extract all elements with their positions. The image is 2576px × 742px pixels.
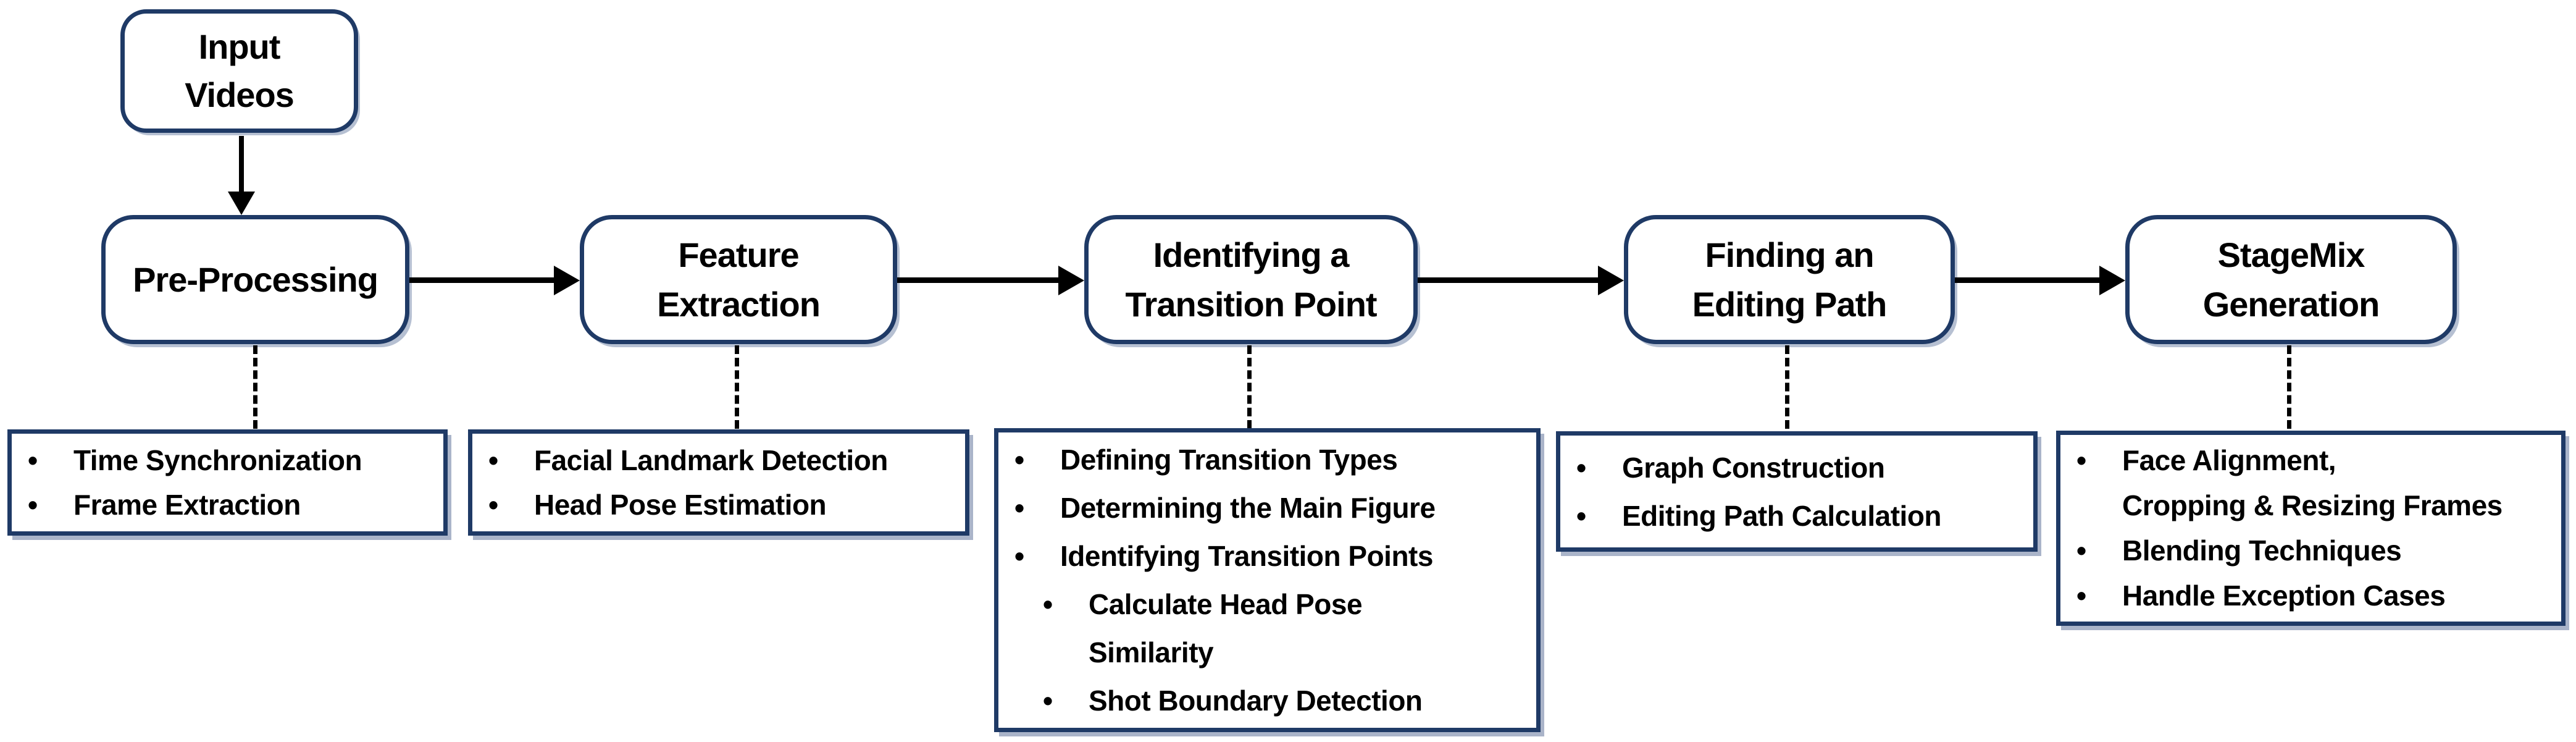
list-item: • Determining the Main Figure bbox=[998, 484, 1529, 532]
bullet-icon: • bbox=[1576, 499, 1586, 532]
list-item: • Identifying Transition Points bbox=[998, 532, 1529, 580]
detail-box-stagemix-generation: • Face Alignment, • Cropping & Resizing … bbox=[2056, 431, 2566, 626]
list-item: • Editing Path Calculation bbox=[1560, 492, 2026, 540]
node-identifying-transition-point: Identifying a Transition Point bbox=[1084, 215, 1418, 344]
arrow-right-icon bbox=[1418, 265, 1624, 296]
list-item: • Defining Transition Types bbox=[998, 436, 1529, 484]
arrow-right-head-icon bbox=[2099, 266, 2125, 295]
dashed-connector-line bbox=[253, 345, 257, 429]
detail-text: Determining the Main Figure bbox=[1060, 492, 1436, 524]
bullet-icon: • bbox=[1014, 492, 1024, 524]
detail-text: Frame Extraction bbox=[73, 489, 301, 521]
list-item-sub: • Shot Boundary Detection bbox=[998, 677, 1529, 725]
node-stagemix-generation-label-line2: Generation bbox=[2202, 284, 2380, 324]
bullet-icon: • bbox=[488, 444, 498, 476]
detail-text: Editing Path Calculation bbox=[1622, 499, 1942, 532]
arrow-right-head-icon bbox=[1598, 266, 1624, 295]
detail-text: Calculate Head Pose bbox=[1089, 588, 1363, 620]
dashed-connector-line bbox=[2287, 345, 2291, 429]
bullet-icon: • bbox=[2076, 580, 2086, 612]
bullet-icon: • bbox=[2076, 444, 2086, 476]
node-input-videos-label-line1: Input bbox=[198, 27, 281, 66]
detail-text: Shot Boundary Detection bbox=[1089, 685, 1423, 717]
arrow-down-line bbox=[239, 136, 244, 194]
dashed-connector-line bbox=[735, 345, 739, 429]
arrow-down-icon bbox=[228, 136, 255, 215]
detail-box-finding-editing-path: • Graph Construction • Editing Path Calc… bbox=[1556, 431, 2038, 552]
list-item: • Frame Extraction bbox=[12, 483, 436, 527]
bullet-icon: • bbox=[1014, 540, 1024, 572]
bullet-icon: • bbox=[28, 444, 38, 476]
node-identifying-transition-point-label-line1: Identifying a bbox=[1153, 235, 1350, 274]
list-item: • Facial Landmark Detection bbox=[472, 438, 958, 483]
node-stagemix-generation-label-line1: StageMix bbox=[2217, 235, 2365, 274]
arrow-right-icon bbox=[897, 265, 1084, 296]
detail-text: Blending Techniques bbox=[2122, 534, 2402, 567]
list-item: • Face Alignment, bbox=[2060, 438, 2554, 483]
arrow-right-line bbox=[1418, 277, 1602, 283]
node-input-videos-label-line2: Videos bbox=[185, 75, 295, 114]
list-item: • Blending Techniques bbox=[2060, 528, 2554, 573]
node-feature-extraction-label-line1: Feature bbox=[678, 235, 799, 274]
arrow-right-head-icon bbox=[1058, 266, 1084, 295]
bullet-icon: • bbox=[28, 489, 38, 521]
bullet-icon: • bbox=[2076, 534, 2086, 567]
bullet-icon: • bbox=[488, 489, 498, 521]
arrow-right-head-icon bbox=[554, 266, 580, 295]
detail-text: Facial Landmark Detection bbox=[534, 444, 888, 476]
detail-text: Defining Transition Types bbox=[1060, 444, 1398, 476]
bullet-icon: • bbox=[1043, 685, 1053, 717]
bullet-icon: • bbox=[1043, 588, 1053, 620]
node-feature-extraction: Feature Extraction bbox=[580, 215, 897, 344]
list-item-sub: • Calculate Head Pose bbox=[998, 580, 1529, 628]
node-feature-extraction-label-line2: Extraction bbox=[657, 284, 821, 324]
list-item: • Time Synchronization bbox=[12, 438, 436, 483]
detail-box-feature-extraction: • Facial Landmark Detection • Head Pose … bbox=[468, 429, 969, 536]
dashed-connector-line bbox=[1785, 345, 1789, 429]
detail-text: Handle Exception Cases bbox=[2122, 580, 2446, 612]
detail-text: Time Synchronization bbox=[73, 444, 362, 476]
node-input-videos: Input Videos bbox=[120, 9, 358, 133]
node-finding-editing-path-label-line1: Finding an bbox=[1705, 235, 1874, 274]
list-item-continuation: • Cropping & Resizing Frames bbox=[2060, 483, 2554, 528]
arrow-right-icon bbox=[1955, 265, 2125, 296]
list-item: • Head Pose Estimation bbox=[472, 483, 958, 527]
detail-text: Graph Construction bbox=[1622, 451, 1885, 484]
detail-box-identifying-transition-point: • Defining Transition Types • Determinin… bbox=[994, 428, 1541, 732]
arrow-right-line bbox=[1955, 277, 2103, 283]
arrow-right-line bbox=[409, 277, 558, 283]
bullet-icon: • bbox=[1014, 444, 1024, 476]
list-item-sub-continuation: • Similarity bbox=[998, 628, 1529, 677]
list-item: • Graph Construction bbox=[1560, 444, 2026, 492]
detail-text: Head Pose Estimation bbox=[534, 489, 827, 521]
list-item: • Handle Exception Cases bbox=[2060, 573, 2554, 618]
arrow-down-head-icon bbox=[228, 192, 255, 215]
node-identifying-transition-point-label-line2: Transition Point bbox=[1125, 284, 1377, 324]
node-pre-processing: Pre-Processing bbox=[101, 215, 409, 344]
arrow-right-line bbox=[897, 277, 1062, 283]
detail-text: Face Alignment, bbox=[2122, 444, 2336, 476]
node-finding-editing-path-label-line2: Editing Path bbox=[1692, 284, 1888, 324]
bullet-icon: • bbox=[1576, 451, 1586, 484]
node-stagemix-generation: StageMix Generation bbox=[2125, 215, 2457, 344]
detail-box-pre-processing: • Time Synchronization • Frame Extractio… bbox=[7, 429, 448, 536]
detail-text: Similarity bbox=[1089, 636, 1214, 668]
node-pre-processing-label: Pre-Processing bbox=[133, 259, 378, 299]
detail-text: Identifying Transition Points bbox=[1060, 540, 1433, 572]
detail-text: Cropping & Resizing Frames bbox=[2122, 489, 2503, 521]
dashed-connector-line bbox=[1247, 345, 1252, 429]
arrow-right-icon bbox=[409, 265, 580, 296]
node-finding-editing-path: Finding an Editing Path bbox=[1624, 215, 1955, 344]
